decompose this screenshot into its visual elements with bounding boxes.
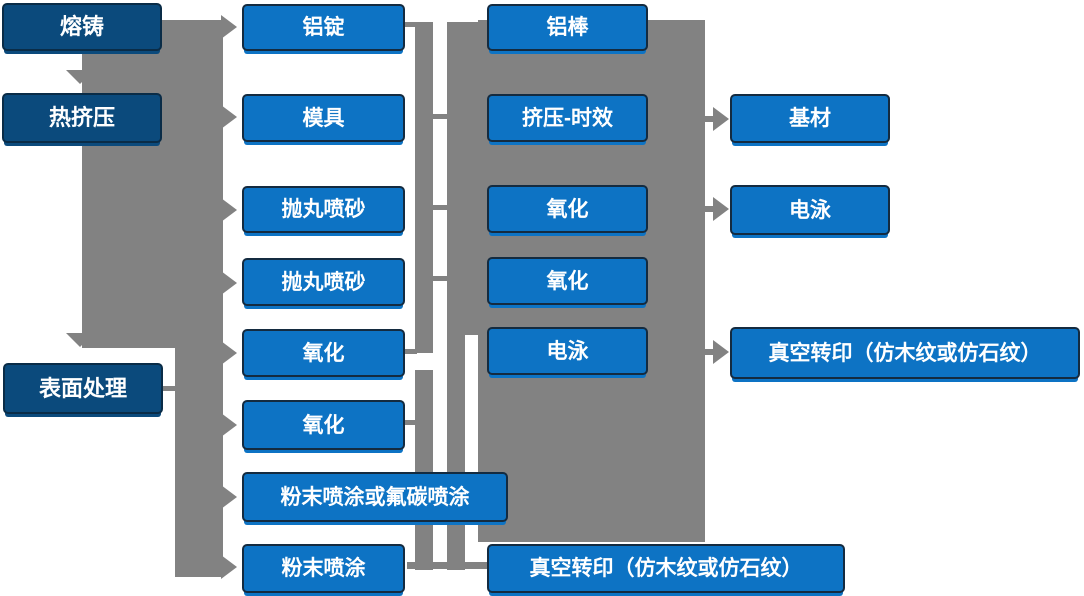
- stage-box-hot-extrusion: 热挤压: [2, 93, 162, 143]
- process-box-aluminum-rod: 铝棒: [487, 4, 648, 51]
- connector-left-block: [82, 20, 223, 348]
- arrow-right-to-vacuum-transfer-icon: [713, 340, 729, 364]
- arrow-right-to-mold-icon: [221, 105, 237, 129]
- process-box-powder-coating: 粉末喷涂: [242, 544, 405, 593]
- process-box-aluminum-ingot: 铝锭: [242, 4, 405, 51]
- stage-box-surface-treatment: 表面处理: [3, 363, 163, 414]
- connector-bottom-link: [407, 562, 487, 569]
- connector-line-surface-row: [163, 386, 175, 391]
- arrow-stub-transfer: [705, 349, 714, 355]
- process-box-oxidation-3: 氧化: [487, 185, 648, 233]
- arrow-right-to-ingot-icon: [221, 15, 237, 39]
- arrow-stub-substrate: [705, 116, 714, 122]
- arrow-down-to-hot-extrusion-icon: [66, 70, 94, 84]
- connector-mid-bar-a-top: [415, 22, 433, 353]
- result-box-substrate: 基材: [730, 94, 890, 143]
- connector-left-bar: [175, 348, 223, 577]
- arrow-right-to-powder2-icon: [221, 555, 237, 579]
- arrow-right-to-blast2-icon: [221, 271, 237, 295]
- connector-line-mold-row: [431, 114, 449, 119]
- process-box-vacuum-transfer-bottom: 真空转印（仿木纹或仿石纹）: [487, 544, 845, 593]
- connector-mid-bar-b: [447, 22, 465, 570]
- process-box-oxidation-4: 氧化: [487, 257, 648, 305]
- arrow-right-to-powder1-icon: [221, 485, 237, 509]
- arrow-right-to-blast1-icon: [221, 198, 237, 222]
- process-box-extrusion-aging: 挤压-时效: [487, 94, 648, 142]
- connector-line-blast1-row: [431, 205, 449, 210]
- arrow-right-to-oxide2-icon: [221, 413, 237, 437]
- process-box-powder-or-fluorocarbon-coating: 粉末喷涂或氟碳喷涂: [242, 472, 508, 522]
- arrow-right-to-oxide1-icon: [221, 341, 237, 365]
- arrow-right-to-substrate-icon: [713, 107, 729, 131]
- result-box-electrophoresis: 电泳: [730, 185, 890, 235]
- process-box-mold: 模具: [242, 94, 405, 142]
- connector-line-blast2-row: [431, 276, 449, 281]
- arrow-right-to-electrophoresis-icon: [713, 197, 729, 221]
- arrow-down-to-surface-treatment-icon: [66, 333, 94, 347]
- process-box-shot-blasting-2: 抛丸喷砂: [242, 258, 405, 306]
- stage-box-melting-casting: 熔铸: [2, 3, 162, 51]
- connector-mid-bar-a-bottom: [415, 370, 433, 570]
- process-box-electrophoresis-1: 电泳: [487, 327, 648, 375]
- connector-line-ingot-row: [405, 22, 415, 27]
- connector-line-oxide2-row: [405, 420, 417, 425]
- process-box-oxidation-1: 氧化: [242, 329, 405, 377]
- process-box-oxidation-2: 氧化: [242, 400, 405, 450]
- process-box-shot-blasting-1: 抛丸喷砂: [242, 186, 405, 233]
- result-box-vacuum-transfer: 真空转印（仿木纹或仿石纹）: [730, 327, 1080, 379]
- connector-merge-fill: [465, 22, 478, 335]
- connector-line-oxide1-row: [405, 349, 417, 354]
- arrow-stub-edp: [705, 206, 714, 212]
